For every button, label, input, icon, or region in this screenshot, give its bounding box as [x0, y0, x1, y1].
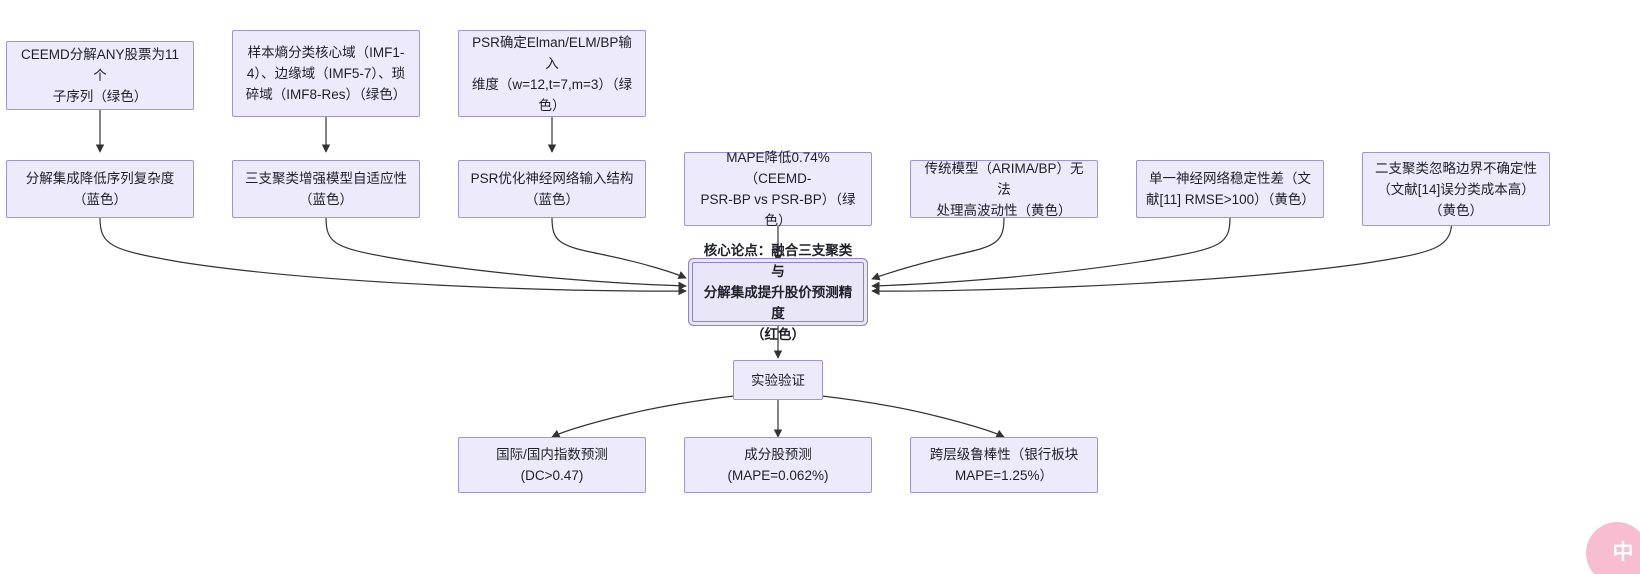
edge-experiment-to-robust: [821, 395, 1005, 438]
node-component-stock[interactable]: 成分股预测 (MAPE=0.062%): [684, 437, 872, 493]
node-two-way-cluster[interactable]: 二支聚类忽略边界不确定性 （文献[14]误分类成本高） （黄色）: [1362, 152, 1550, 226]
edge-singlenn-to-core: [871, 217, 1231, 290]
edge-psropt-to-core: [551, 217, 687, 279]
node-label: 国际/国内指数预测 (DC>0.47): [496, 447, 608, 483]
node-label: 单一神经网络稳定性差（文 献[11] RMSE>100）（黄色）: [1146, 171, 1315, 207]
node-index-forecast[interactable]: 国际/国内指数预测 (DC>0.47): [458, 437, 646, 493]
node-single-nn-unstable[interactable]: 单一神经网络稳定性差（文 献[11] RMSE>100）（黄色）: [1136, 160, 1324, 218]
node-reduce-complexity[interactable]: 分解集成降低序列复杂度 （蓝色）: [6, 160, 194, 218]
node-label: PSR确定Elman/ELM/BP输入 维度（w=12,t=7,m=3）（绿 色…: [471, 34, 633, 113]
node-experiment[interactable]: 实验验证: [733, 360, 823, 400]
node-label: MAPE降低0.74%（CEEMD- PSR-BP vs PSR-BP）（绿 色…: [700, 150, 856, 228]
node-sample-entropy[interactable]: 样本熵分类核心域（IMF1- 4）、边缘域（IMF5-7）、琐 碎域（IMF8-…: [232, 30, 420, 117]
node-psr-input-dim[interactable]: PSR确定Elman/ELM/BP输入 维度（w=12,t=7,m=3）（绿 色…: [458, 30, 646, 117]
edge-reduce-to-core: [99, 217, 687, 296]
node-label: 传统模型（ARIMA/BP）无法 处理高波动性（黄色）: [924, 160, 1084, 218]
node-label: CEEMD分解ANY股票为11个 子序列（绿色）: [20, 47, 180, 104]
edge-twoway-to-core: [871, 217, 1453, 296]
watermark-badge: 中: [1586, 522, 1640, 574]
node-label: PSR优化神经网络输入结构 （蓝色）: [470, 171, 634, 207]
node-cross-level-robust[interactable]: 跨层级鲁棒性（银行板块 MAPE=1.25%）: [910, 437, 1098, 493]
edge-threeway-to-core: [325, 217, 687, 290]
node-mape-reduce[interactable]: MAPE降低0.74%（CEEMD- PSR-BP vs PSR-BP）（绿 色…: [684, 150, 872, 228]
node-label: 三支聚类增强模型自适应性 （蓝色）: [245, 171, 407, 207]
node-traditional-model[interactable]: 传统模型（ARIMA/BP）无法 处理高波动性（黄色）: [910, 160, 1098, 218]
node-label: 核心论点：融合三支聚类与 分解集成提升股价预测精度 （红色）: [703, 242, 853, 342]
node-three-way-adaptive[interactable]: 三支聚类增强模型自适应性 （蓝色）: [232, 160, 420, 218]
node-core-claim[interactable]: 核心论点：融合三支聚类与 分解集成提升股价预测精度 （红色）: [692, 243, 864, 342]
node-label: 跨层级鲁棒性（银行板块 MAPE=1.25%）: [929, 447, 1079, 483]
node-label: 实验验证: [751, 372, 805, 388]
node-label: 二支聚类忽略边界不确定性 （文献[14]误分类成本高） （黄色）: [1375, 160, 1537, 218]
edge-traditional-to-core: [871, 217, 1005, 281]
node-label: 成分股预测 (MAPE=0.062%): [727, 447, 829, 483]
node-label: 样本熵分类核心域（IMF1- 4）、边缘域（IMF5-7）、琐 碎域（IMF8-…: [245, 45, 407, 102]
node-label: 分解集成降低序列复杂度 （蓝色）: [25, 171, 175, 207]
edge-experiment-to-index: [551, 395, 735, 438]
watermark-text: 中: [1612, 541, 1634, 564]
node-ceemd-decompose[interactable]: CEEMD分解ANY股票为11个 子序列（绿色）: [6, 41, 194, 110]
node-psr-optimize[interactable]: PSR优化神经网络输入结构 （蓝色）: [458, 160, 646, 218]
